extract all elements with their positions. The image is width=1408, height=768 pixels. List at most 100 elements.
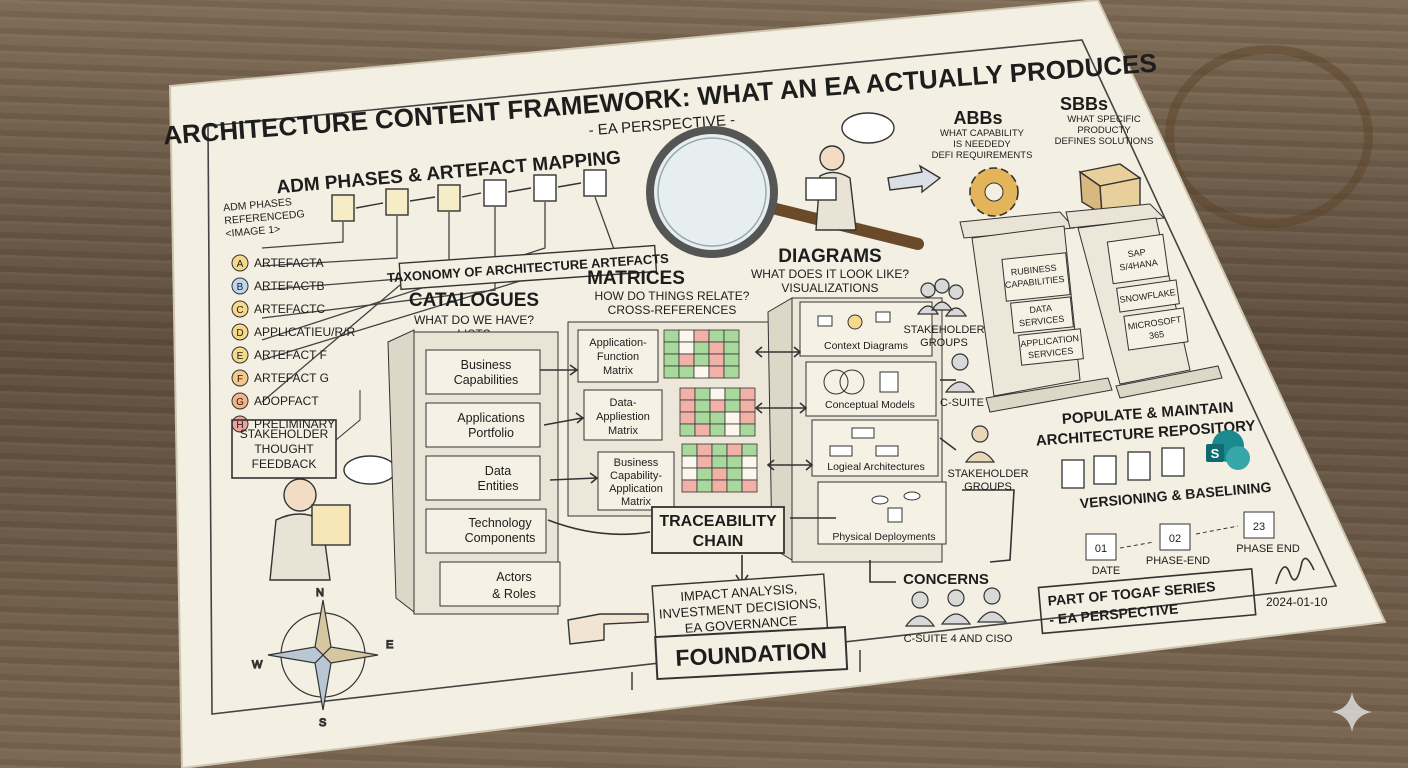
adm-connector-lines [261,196,616,403]
artefact-label: ARTEFACT G [254,371,329,385]
sbbs-sub-2: PRODUCTY [1077,125,1131,136]
version-arrow [1119,541,1155,549]
date-label: 2024-01-10 [1266,595,1328,609]
matrix-cell [708,329,725,343]
abb-label: RUBINESS [1010,263,1057,278]
matrix-cell [693,353,710,367]
diagrams-sub-1: WHAT DOES IT LOOK LIKE? [751,267,909,281]
matrix-cell [663,329,680,343]
matrix-cell [739,387,756,401]
people-group-icon [904,587,1008,627]
drawer-label: Business [461,358,512,372]
sparkle-icon [1332,692,1372,732]
matrix-cell [739,399,756,413]
phase-doc-icon [533,174,557,202]
diagram-card: Conceptual Models [805,361,937,417]
abb-box [1018,328,1084,366]
diagram-label: Physical Deployments [832,531,935,543]
document-icon [1061,447,1185,489]
diagram-label: Logieal Architectures [827,461,924,473]
matrix-cell [726,467,743,481]
abb-box [1010,296,1074,334]
artefact-letter: B [237,282,244,293]
version-step-label: PHASE-END [1146,555,1210,567]
matrix-cell [723,365,740,379]
calendar-icon: 02 [1159,523,1191,551]
matrix-cell [709,423,726,437]
matrix-cell [708,341,725,355]
matrix-cell [696,479,713,493]
matrix-cell [693,365,710,379]
matrix-cell [724,411,741,425]
artefact-label: ARTEFACTC [254,302,325,316]
clipboard-icon [311,504,351,546]
compass-east: E [386,639,393,651]
matrix-cell [739,423,756,437]
drawer-label: Components [465,531,536,545]
drawer-label: Data [485,464,511,478]
drawer-label: Portfolio [468,426,514,440]
feedback-line-1: STAKEHOLDER [240,427,329,441]
matrix-cell [678,365,695,379]
matrix-cell [694,399,711,413]
artefact-label: ARTEFACTB [254,279,324,293]
matrix-cell [723,353,740,367]
abb-box [1001,252,1071,302]
matrix-cell [723,329,740,343]
matrix-cell [726,479,743,493]
matrix-cell [739,411,756,425]
architect-sketch [269,455,397,581]
drawer-label: Applications [457,411,524,425]
matrix-cell [681,443,698,457]
version-step-label: DATE [1092,565,1121,577]
matrix-cell [711,455,728,469]
catalogue-drawer: Actors& Roles [439,561,561,607]
matrix-cell [724,399,741,413]
matrix-cell [708,353,725,367]
matrix-label: Matrix [621,496,651,508]
calendar-number: 23 [1253,521,1265,533]
drawer-label: Actors [496,570,531,584]
abb-pillar-base [985,377,1113,413]
matrix-cell [696,443,713,457]
matrix-cell [681,455,698,469]
matrix-label: Function [597,351,639,363]
traceability-line-1: TRACEABILITY [659,513,777,530]
person-head-icon [819,145,845,171]
sbb-label: 365 [1148,329,1164,341]
traceability-chain-box: TRACEABILITY CHAIN [651,506,785,554]
matrix-cell [663,353,680,367]
matrix-grids [663,329,758,493]
matrix-cell [708,365,725,379]
analyst-sketch [805,112,895,231]
matrix-cell [678,341,695,355]
document-icon [805,177,837,201]
matrix-cell [694,411,711,425]
matrix-cell [726,455,743,469]
thought-bubble-icon [841,112,895,144]
matrix-cell [709,411,726,425]
matrix-cell [693,329,710,343]
compass-rose-icon: N S E W [251,586,394,729]
matrix-cell [696,467,713,481]
stakeholder-groups-label: GROUPS [920,337,968,349]
matrices-sub-2: CROSS-REFERENCES [608,303,737,317]
phase-doc-icon [483,179,507,207]
flow-arrows [540,346,1015,586]
sbb-pillar-top [1065,203,1166,229]
calendar-icon: 01 [1085,533,1117,561]
phase-doc-icon [437,184,461,212]
matrix-cell [711,479,728,493]
matrix-cell [709,387,726,401]
compass-north: N [316,587,324,599]
diagrams-heading: DIAGRAMS [778,246,881,267]
abb-label: SERVICES [1019,314,1065,329]
phase-doc-icon [385,188,409,216]
csuite-label: C-SUITE [940,397,984,409]
abbs-sub-1: WHAT CAPABILITY [940,128,1025,139]
